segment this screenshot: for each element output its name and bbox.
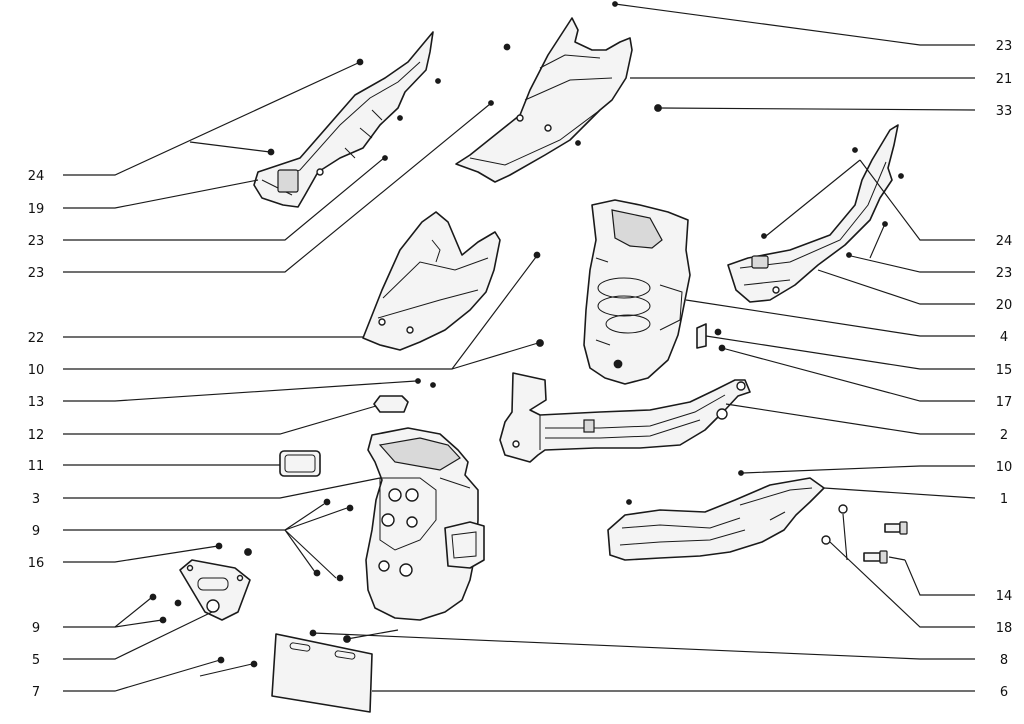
part-20-right-side-panel	[727, 124, 899, 303]
part-19-left-side-panel	[253, 31, 434, 208]
callout-right-24: 24	[996, 234, 1013, 249]
callout-left-23: 23	[28, 266, 45, 281]
callout-right-2: 2	[1000, 428, 1008, 443]
part-6-license-plate	[271, 633, 373, 713]
part-15-small-bracket	[696, 323, 707, 349]
callout-left-11: 11	[28, 459, 45, 474]
callout-left-19: 19	[28, 202, 45, 217]
callout-right-20: 20	[996, 298, 1013, 313]
callout-left-3: 3	[32, 492, 40, 507]
callout-left-9: 9	[32, 621, 40, 636]
part-1-tail-cover	[607, 477, 825, 561]
callout-left-5: 5	[32, 653, 40, 668]
part-22-center-tray	[362, 211, 501, 351]
callout-left-23: 23	[28, 234, 45, 249]
callout-left-10: 10	[28, 363, 45, 378]
right-callout-column: 23 21 33 24 23 20 4 15 17 2 10 1 14 18 8 6	[996, 39, 1013, 700]
callout-right-15: 15	[996, 363, 1013, 378]
callout-right-23: 23	[996, 266, 1013, 281]
callout-right-23: 23	[996, 39, 1013, 54]
callout-right-18: 18	[996, 621, 1013, 636]
leader-lines	[63, 3, 976, 692]
part-2-frame-rail	[499, 372, 751, 463]
callout-right-8: 8	[1000, 653, 1008, 668]
part-4-rear-housing	[583, 199, 691, 385]
callout-right-1: 1	[1000, 492, 1008, 507]
part-3-rear-fender	[365, 427, 485, 621]
callout-right-17: 17	[996, 395, 1013, 410]
part-11-cover-plate	[279, 450, 321, 477]
callout-left-7: 7	[32, 685, 40, 700]
part-12-pad	[373, 395, 409, 413]
callout-left-22: 22	[28, 331, 45, 346]
callout-left-9: 9	[32, 524, 40, 539]
callout-left-24: 24	[28, 169, 45, 184]
callout-right-6: 6	[1000, 685, 1008, 700]
callout-right-4: 4	[1000, 330, 1008, 345]
callout-left-12: 12	[28, 428, 45, 443]
callout-right-10: 10	[996, 460, 1013, 475]
callout-left-13: 13	[28, 395, 45, 410]
part-5-plate-bracket	[179, 559, 251, 621]
callout-left-16: 16	[28, 556, 45, 571]
callout-right-14: 14	[996, 589, 1013, 604]
part-21-upper-center-panel	[455, 17, 633, 183]
left-callout-column: 24 19 23 23 22 10 13 12 11 3 9 16 9 5 7	[28, 169, 45, 700]
callout-right-21: 21	[996, 72, 1013, 87]
callout-right-33: 33	[996, 104, 1013, 119]
